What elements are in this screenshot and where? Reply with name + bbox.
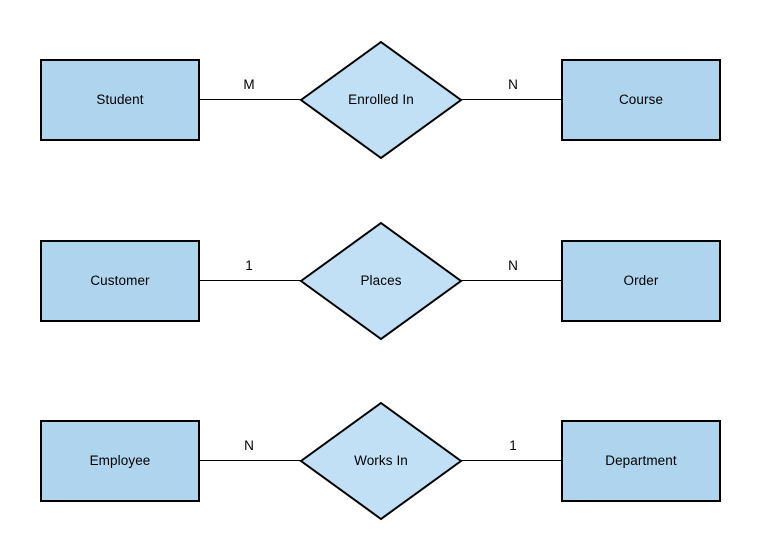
cardinality-label-right: 1 [509, 438, 517, 453]
entity-node-department[interactable]: Department [561, 420, 721, 502]
entity-node-employee[interactable]: Employee [40, 420, 200, 502]
connector-line-left [200, 280, 301, 281]
connector-line-right [461, 460, 562, 461]
diamond-shape-icon [299, 401, 463, 521]
entity-node-customer[interactable]: Customer [40, 240, 200, 322]
connector-line-right [461, 280, 562, 281]
er-relationship-row: Employee N Works In 1 Department [0, 391, 761, 531]
entity-label: Student [96, 92, 144, 108]
entity-node-student[interactable]: Student [40, 59, 200, 141]
diamond-shape-icon [299, 221, 463, 341]
relationship-node-places[interactable]: Places [299, 221, 463, 341]
cardinality-label-left: M [243, 77, 255, 92]
connector-line-left [200, 460, 301, 461]
relationship-node-works-in[interactable]: Works In [299, 401, 463, 521]
entity-label: Employee [89, 453, 151, 469]
cardinality-label-right: N [508, 258, 518, 273]
entity-label: Department [605, 453, 677, 469]
connector-line-left [200, 99, 301, 100]
cardinality-label-left: N [244, 438, 254, 453]
entity-label: Customer [90, 273, 150, 289]
entity-label: Order [623, 273, 659, 289]
er-relationship-row: Student M Enrolled In N Course [0, 30, 761, 170]
entity-label: Course [618, 92, 664, 108]
er-relationship-row: Customer 1 Places N Order [0, 211, 761, 351]
cardinality-label-right: N [508, 77, 518, 92]
diamond-shape-icon [299, 40, 463, 160]
connector-line-right [461, 99, 562, 100]
entity-node-order[interactable]: Order [561, 240, 721, 322]
relationship-node-enrolled-in[interactable]: Enrolled In [299, 40, 463, 160]
entity-node-course[interactable]: Course [561, 59, 721, 141]
cardinality-label-left: 1 [245, 258, 253, 273]
